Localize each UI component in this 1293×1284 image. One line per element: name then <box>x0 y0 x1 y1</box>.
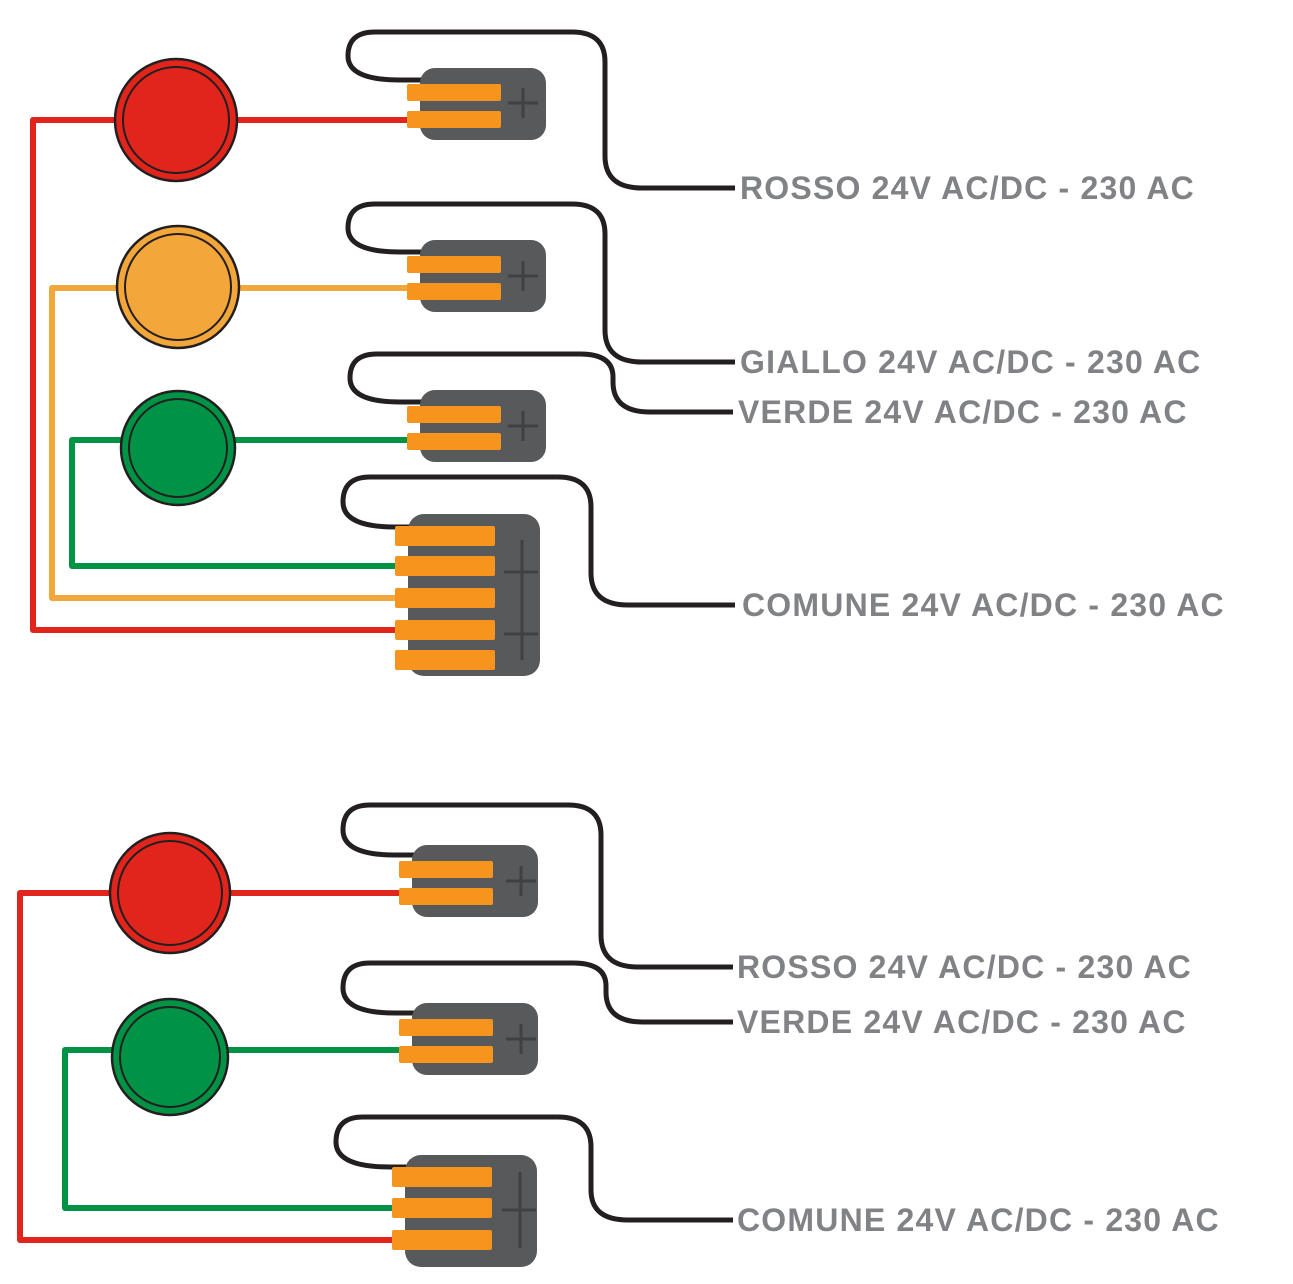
screw-cross-icon <box>504 540 538 660</box>
red-lamp-body <box>113 57 239 183</box>
terminal-contact <box>399 1046 493 1063</box>
terminal-block-rosso-top <box>407 68 546 140</box>
wire-red-to-common-top <box>30 117 407 633</box>
green-lamp-ring <box>119 1006 221 1108</box>
terminal-contact <box>399 861 493 878</box>
yellow-lamp-ring <box>124 233 232 341</box>
wire-black-comune-top <box>340 474 735 608</box>
black-signal-wires-bottom <box>333 802 733 1223</box>
terminal-contact <box>399 1019 493 1036</box>
label-verde-top: VERDE 24V AC/DC - 230 AC <box>738 394 1188 430</box>
green-lamp-ring <box>128 398 228 498</box>
screw-cross-icon <box>506 866 536 896</box>
wire-black-verde-bottom <box>340 960 733 1025</box>
terminal-block-comune-top <box>395 514 540 676</box>
terminal-contact <box>407 433 501 450</box>
terminal-block-verde-bottom <box>399 1003 538 1075</box>
terminal-contact <box>395 588 495 608</box>
terminal-contact <box>392 1198 492 1218</box>
label-comune-bottom: COMUNE 24V AC/DC - 230 AC <box>737 1202 1220 1238</box>
terminal-block-verde-top <box>407 390 546 462</box>
green-lamp-body <box>119 389 237 507</box>
label-comune-top: COMUNE 24V AC/DC - 230 AC <box>742 587 1225 623</box>
terminal-contact <box>399 888 493 905</box>
red-lamp-ring <box>122 66 230 174</box>
terminal-contact <box>392 1167 492 1187</box>
wire-black-rosso-bottom <box>340 802 733 970</box>
terminal-block-comune-bottom <box>392 1155 537 1267</box>
terminal-blocks-bottom <box>392 845 538 1267</box>
screw-cross-icon <box>508 261 538 291</box>
terminal-contact <box>392 1230 492 1250</box>
terminal-contact <box>407 283 501 300</box>
lamps-bottom <box>108 831 232 1117</box>
label-rosso-top: ROSSO 24V AC/DC - 230 AC <box>740 170 1195 206</box>
terminal-contact <box>407 406 501 423</box>
green-lamp-body <box>110 997 230 1117</box>
label-giallo-top: GIALLO 24V AC/DC - 230 AC <box>740 344 1202 380</box>
wire-red-to-common-bottom <box>17 890 404 1243</box>
red-lamp-top <box>113 57 239 183</box>
yellow-lamp-top <box>115 224 241 350</box>
green-lamp-top <box>119 389 237 507</box>
wire-black-verde-top <box>347 351 733 415</box>
screw-cross-icon <box>502 1172 536 1248</box>
bottom-diagram <box>17 802 733 1267</box>
red-lamp-ring <box>117 840 223 946</box>
terminal-contact <box>407 84 501 101</box>
screw-cross-icon <box>506 1024 536 1054</box>
screw-cross-icon <box>508 88 538 118</box>
terminal-contact <box>395 556 495 576</box>
screw-cross-icon <box>508 411 538 441</box>
top-diagram <box>30 29 735 676</box>
terminal-block-giallo-top <box>407 240 546 312</box>
wire-black-comune-bottom <box>333 1114 733 1223</box>
terminal-contact <box>407 111 501 128</box>
terminal-block-rosso-bottom <box>399 845 538 917</box>
label-verde-bottom: VERDE 24V AC/DC - 230 AC <box>737 1004 1187 1040</box>
red-lamp-body <box>108 831 232 955</box>
green-lamp-bottom <box>110 997 230 1117</box>
terminal-contact <box>407 256 501 273</box>
wire-black-rosso-top <box>345 29 735 191</box>
yellow-lamp-body <box>115 224 241 350</box>
terminal-blocks-top <box>395 68 546 676</box>
wire-black-giallo-top <box>345 201 735 365</box>
wire-yellow-to-common-top <box>49 285 407 601</box>
terminal-contact <box>395 650 495 670</box>
label-rosso-bottom: ROSSO 24V AC/DC - 230 AC <box>737 949 1192 985</box>
black-signal-wires-top <box>340 29 735 608</box>
terminal-contact <box>395 620 495 640</box>
colored-wires-top <box>30 117 410 633</box>
red-lamp-bottom <box>108 831 232 955</box>
terminal-contact <box>395 526 495 546</box>
lamps-top <box>113 57 241 507</box>
